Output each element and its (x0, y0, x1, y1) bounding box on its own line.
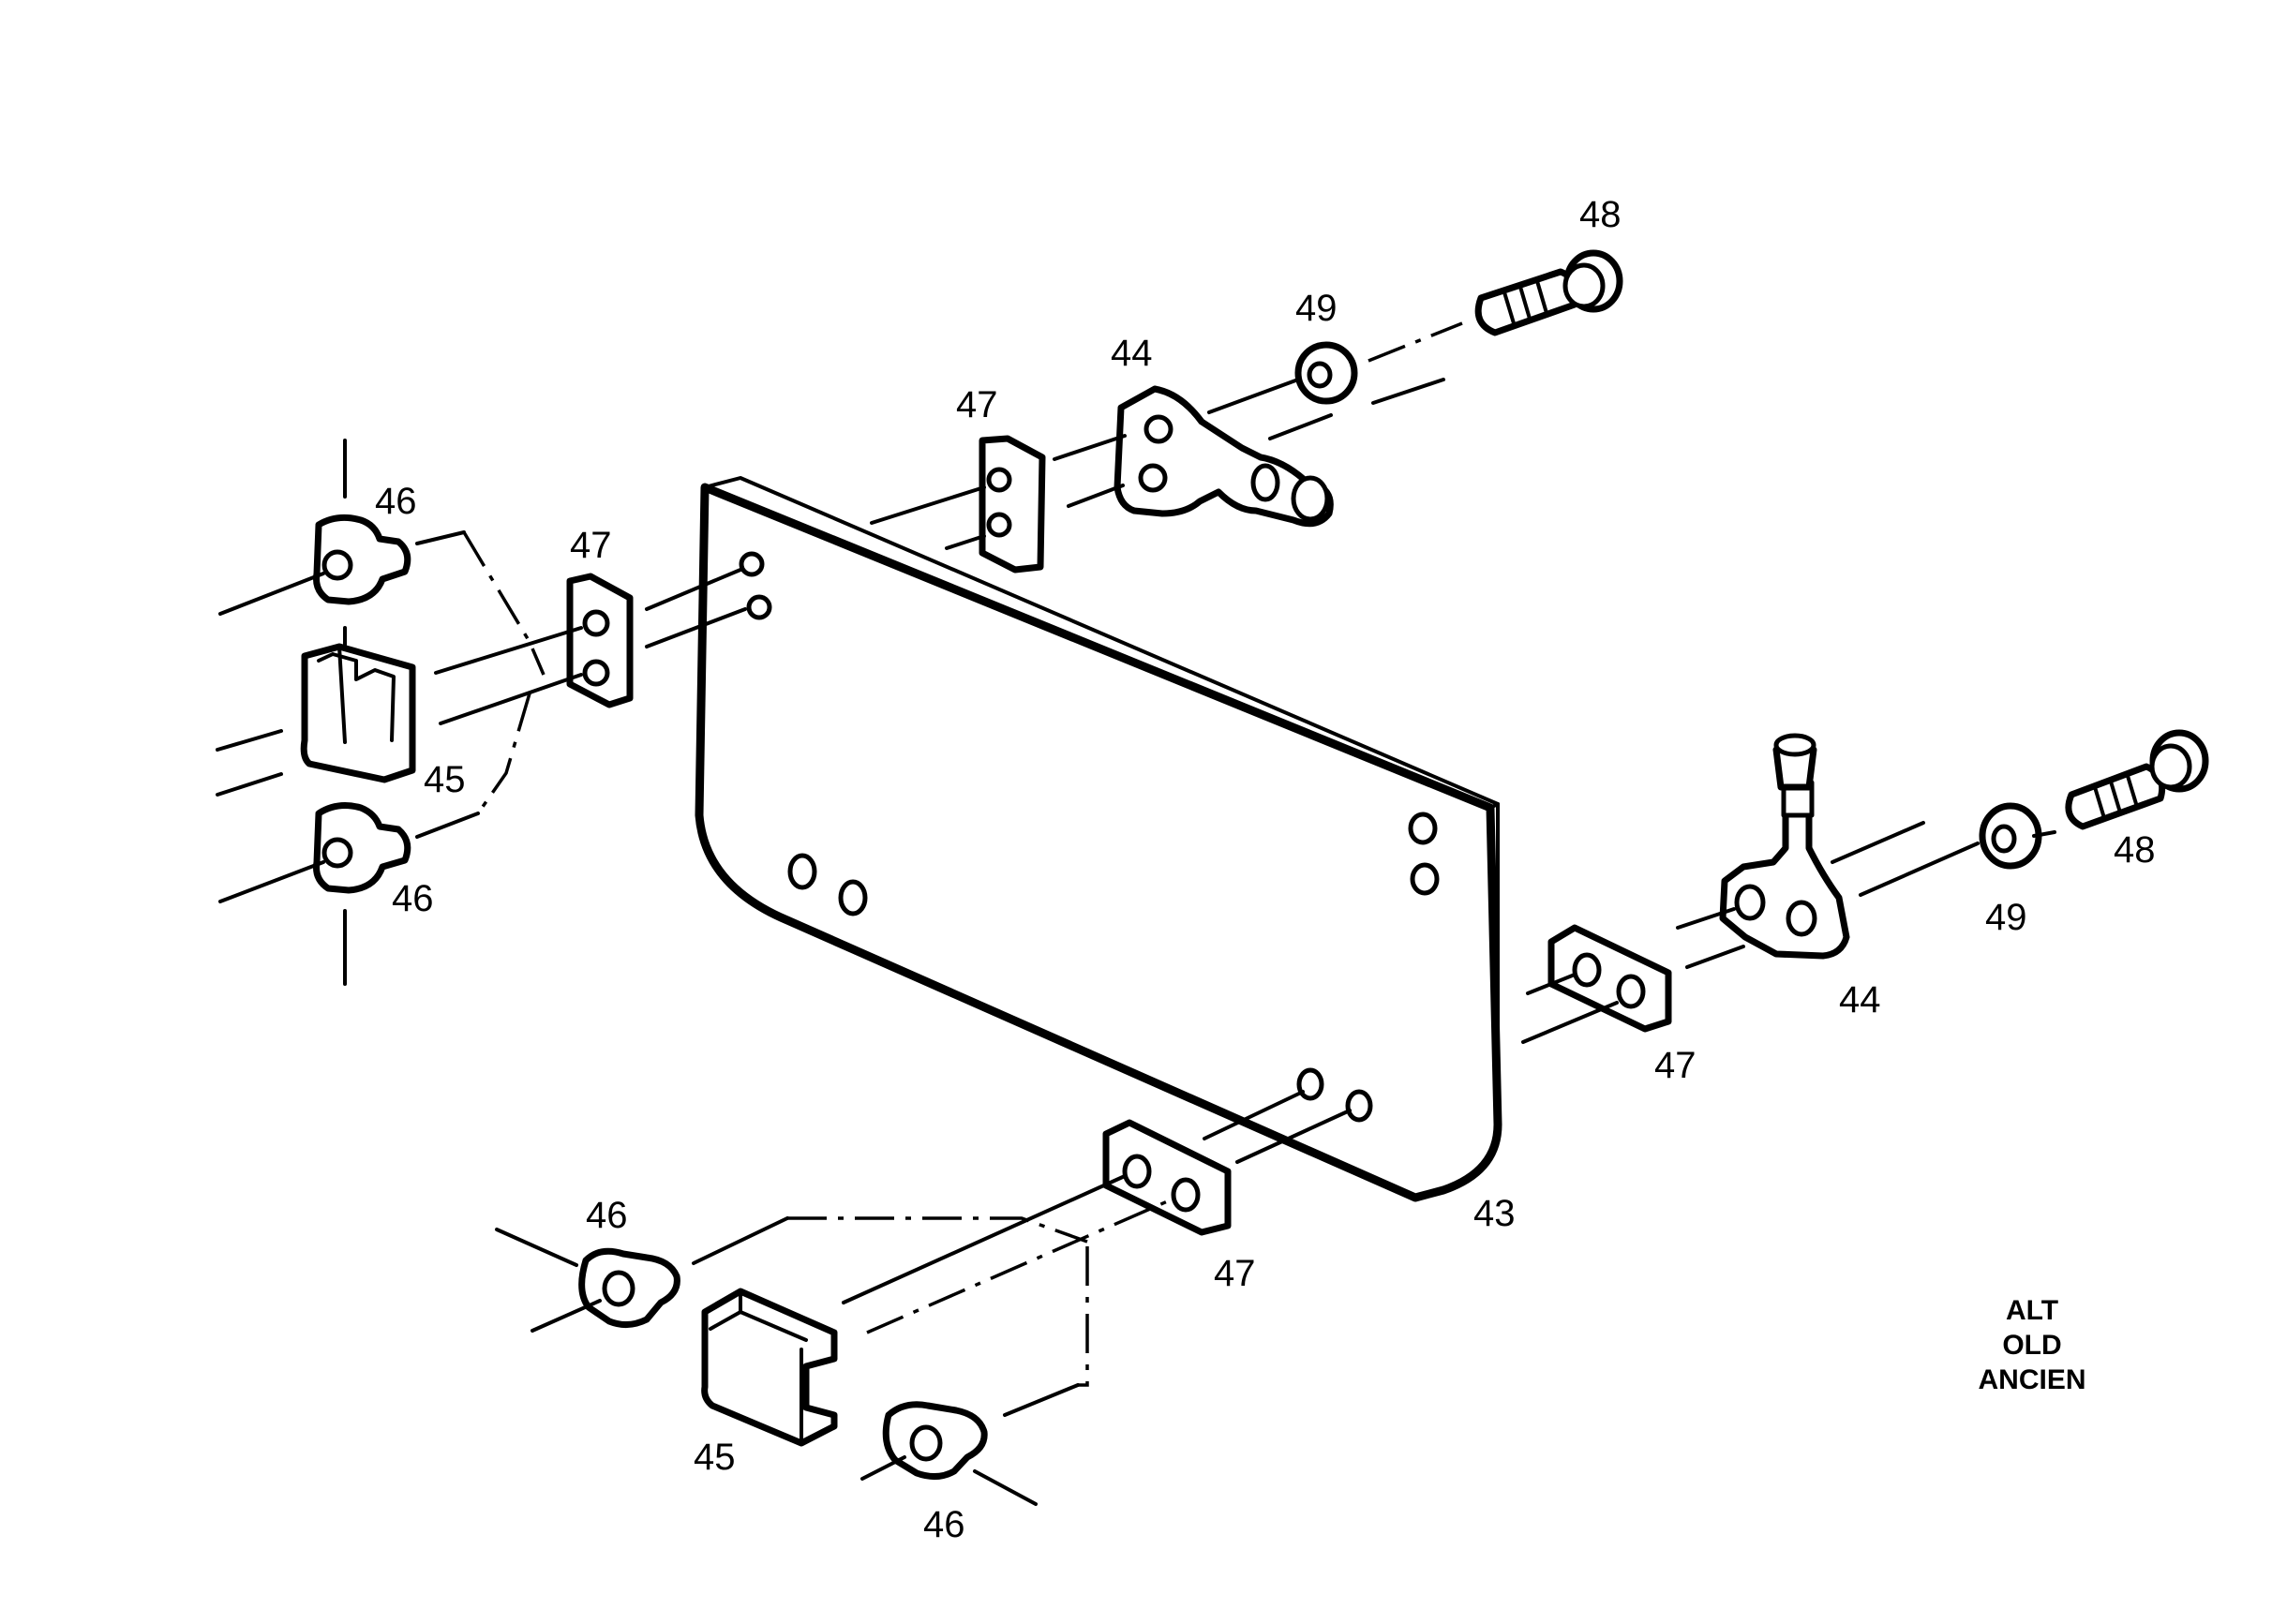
bottom-right-hinge-pin (860, 1383, 1080, 1506)
stamp-line-3: ANCIEN (1978, 1364, 2085, 1395)
callout-44-right: 44 (1839, 979, 1881, 1021)
callout-45-bottom: 45 (694, 1437, 736, 1478)
door-panel (695, 476, 1502, 1202)
old-version-stamp: ALT OLD ANCIEN (1978, 1295, 2085, 1395)
callout-47-left: 47 (570, 525, 612, 566)
callout-49-top: 49 (1295, 288, 1338, 329)
callout-46-left-top: 46 (375, 481, 417, 522)
left-hinge-block (216, 626, 583, 797)
right-washer (1831, 802, 2056, 897)
callout-47-top: 47 (956, 384, 998, 425)
callout-45-left: 45 (424, 759, 466, 800)
callout-labels: 43 44 44 45 45 46 46 46 46 47 47 47 47 4… (375, 194, 2156, 1545)
bottom-hinge-block (701, 1288, 838, 1447)
left-top-hinge-pin (218, 439, 466, 616)
left-bottom-hinge-pin (218, 802, 480, 986)
bottom-centerlines (787, 1216, 1089, 1387)
bottom-mounting-plate (842, 1090, 1352, 1334)
top-washer (1207, 341, 1358, 440)
bottom-left-hinge-pin (495, 1216, 789, 1333)
callout-46-bottom-bottom: 46 (923, 1504, 965, 1545)
left-centerlines (462, 531, 546, 815)
left-mounting-plate (566, 568, 747, 708)
right-mounting-plate (1521, 924, 1672, 1044)
top-latch (1053, 385, 1334, 528)
stamp-line-1: ALT (2006, 1295, 2058, 1326)
top-mounting-plate (870, 435, 1046, 574)
callout-43: 43 (1473, 1193, 1516, 1234)
callout-46-bottom-top: 46 (586, 1195, 628, 1236)
callout-44-top: 44 (1111, 333, 1153, 374)
callout-48-right: 48 (2114, 829, 2156, 871)
callout-46-left-bottom: 46 (392, 878, 434, 919)
right-latch (1676, 733, 1850, 969)
callout-47-right: 47 (1654, 1045, 1697, 1086)
callout-47-bottom: 47 (1214, 1253, 1256, 1294)
right-screw (2065, 729, 2209, 830)
callout-49-right: 49 (1985, 897, 2027, 938)
stamp-line-2: OLD (2002, 1330, 2061, 1361)
top-screw (1368, 249, 1623, 405)
callout-48-top: 48 (1579, 194, 1622, 235)
